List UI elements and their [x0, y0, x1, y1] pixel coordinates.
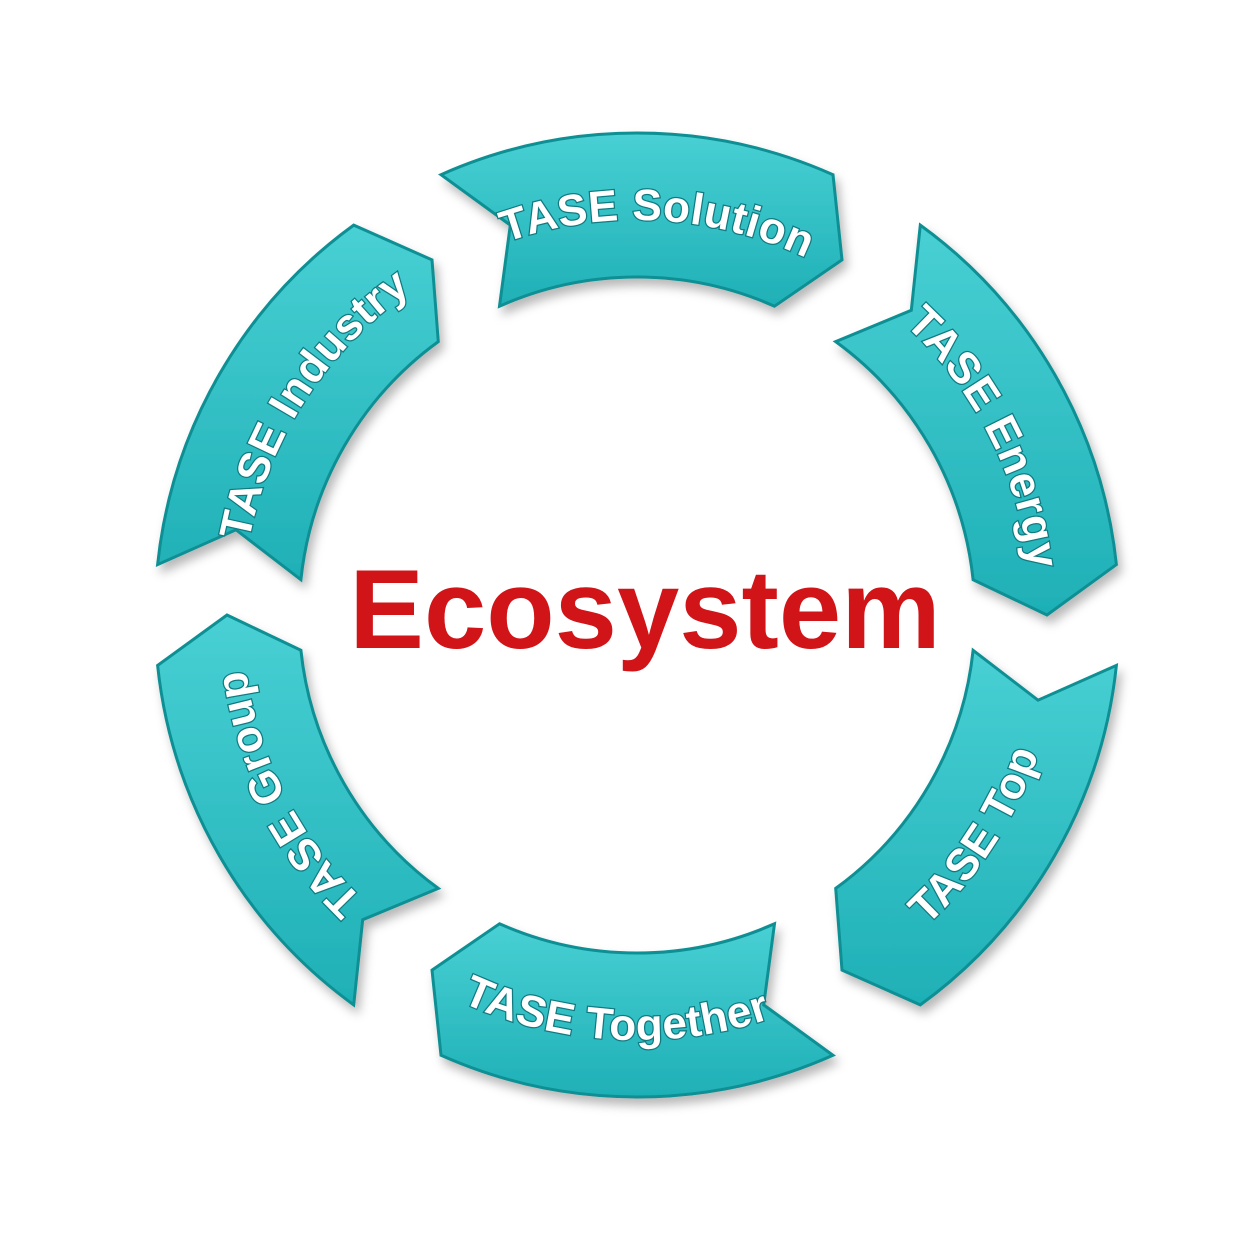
- segment-industry: [155, 223, 440, 583]
- segment-energy: [832, 222, 1118, 617]
- segment-solution: [438, 131, 844, 309]
- center-title: Ecosystem: [349, 547, 940, 672]
- cycle-segments: [155, 131, 1119, 1099]
- segment-top: [834, 647, 1119, 1007]
- segment-together: [430, 921, 836, 1099]
- segment-group: [156, 613, 442, 1008]
